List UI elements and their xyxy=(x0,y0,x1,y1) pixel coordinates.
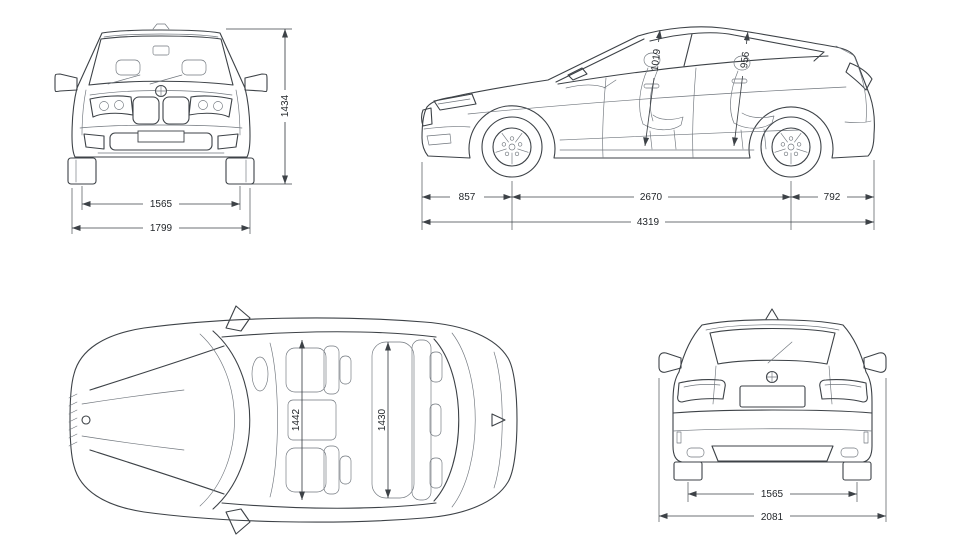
top-view-interior xyxy=(251,339,443,501)
side-view-dimensions: 1019 956 857 2670 792 4319 xyxy=(421,29,875,230)
dim-top-cabin-width-rear: 1430 xyxy=(377,408,388,431)
dim-front-width: 1799 xyxy=(150,223,173,234)
steering-wheel xyxy=(251,356,269,392)
front-wheel xyxy=(481,116,543,178)
front-view: 1434 1565 1799 xyxy=(54,23,292,234)
license-plate xyxy=(739,385,806,408)
taillight xyxy=(845,62,873,91)
rear-wheel xyxy=(760,116,822,178)
dim-side-rear-overhang: 792 xyxy=(824,192,841,203)
top-mirror-right xyxy=(225,508,251,535)
front-view-body xyxy=(54,23,268,185)
top-view-body xyxy=(68,305,518,535)
antenna-fin-rear xyxy=(765,308,779,320)
brand-roundel-top xyxy=(81,415,91,425)
side-view-interior xyxy=(559,52,775,151)
rear-taillight-left xyxy=(677,379,726,403)
dim-rear-track: 1565 xyxy=(761,489,784,500)
rear-view: 1565 2081 xyxy=(658,308,887,523)
rear-view-dimensions: 1565 2081 xyxy=(658,378,887,523)
top-mirror-left xyxy=(225,305,251,332)
front-view-dimensions: 1434 1565 1799 xyxy=(71,28,292,234)
dim-top-cabin-width-front: 1442 xyxy=(291,408,302,431)
dim-side-length: 4319 xyxy=(637,217,660,228)
rearview-mirror xyxy=(152,45,170,56)
side-view-body xyxy=(420,26,875,178)
dim-front-height: 1434 xyxy=(280,94,291,117)
dim-side-headroom-front: 1019 xyxy=(650,48,664,72)
left-headlight xyxy=(89,95,134,118)
side-view: 1019 956 857 2670 792 4319 xyxy=(420,26,875,230)
dim-side-wheelbase: 2670 xyxy=(640,192,663,203)
rear-taillight-right xyxy=(819,379,868,403)
dim-front-track: 1565 xyxy=(150,199,173,210)
kidney-grille-left xyxy=(132,96,160,125)
top-view-dimensions: 1442 1430 xyxy=(291,340,391,500)
dim-side-front-overhang: 857 xyxy=(459,192,476,203)
left-mirror xyxy=(54,73,78,93)
headlight xyxy=(433,93,477,111)
dim-rear-width-mirrors: 2081 xyxy=(761,512,784,523)
right-mirror xyxy=(244,73,268,93)
kidney-grille-right xyxy=(162,96,190,125)
side-mirror xyxy=(567,67,588,81)
antenna-fin-top xyxy=(491,413,506,427)
dim-side-headroom-rear: 956 xyxy=(739,51,752,69)
top-view: 1442 1430 xyxy=(68,305,518,535)
rear-mirror-right xyxy=(863,352,887,373)
rear-mirror-left xyxy=(658,352,682,373)
right-headlight xyxy=(188,95,233,118)
rear-view-body xyxy=(658,308,887,481)
